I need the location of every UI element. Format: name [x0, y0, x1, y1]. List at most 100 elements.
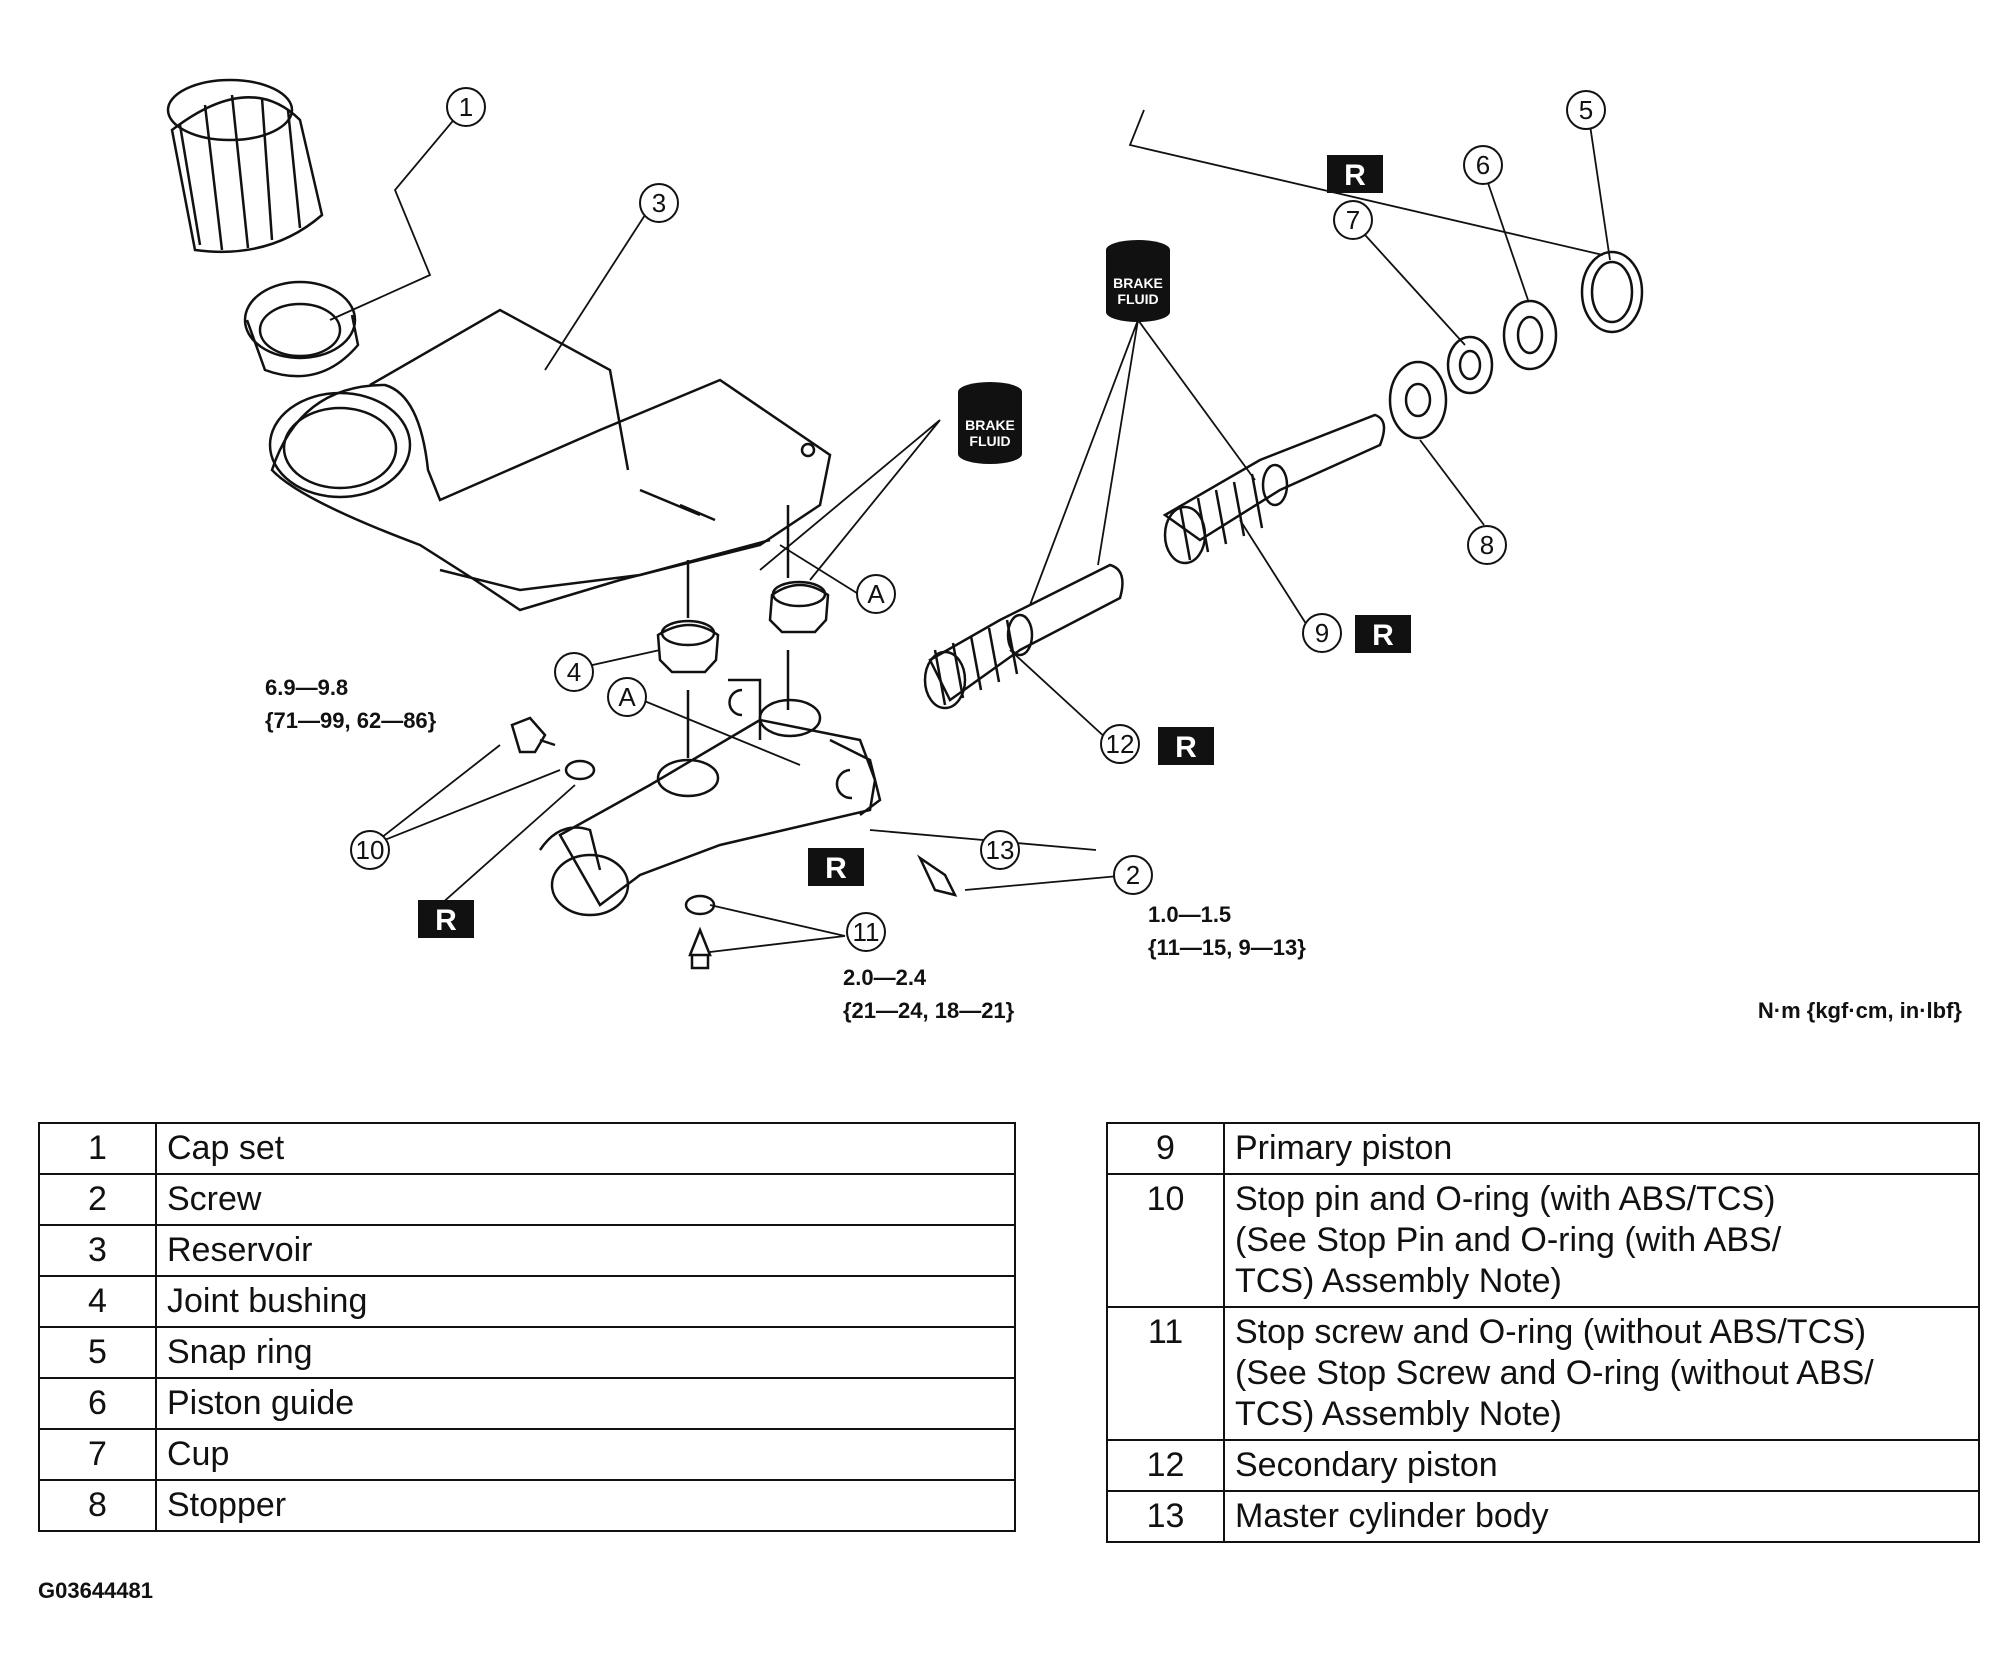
- brake-fluid-icon: BRAKE FLUID: [958, 382, 1022, 464]
- cap-set-part: [166, 78, 360, 378]
- svg-text:13: 13: [986, 835, 1015, 865]
- legend-number: 2: [38, 1173, 157, 1226]
- svg-text:R: R: [825, 852, 847, 885]
- callout-3: [639, 183, 679, 223]
- legend-description: Stop pin and O-ring (with ABS/TCS) (See …: [1223, 1173, 1980, 1308]
- legend-description: Reservoir: [155, 1224, 1016, 1277]
- stop-pin-part: [510, 716, 596, 781]
- screw-part: [916, 854, 958, 897]
- cup-part: [1446, 335, 1494, 395]
- legend-number: 11: [1106, 1306, 1225, 1441]
- svg-text:A: A: [867, 579, 885, 609]
- torque-stop-screw: 2.0—2.4: [843, 965, 927, 990]
- replace-mark: R: [1327, 155, 1383, 193]
- callout-A: [856, 574, 896, 614]
- torque-screw-alt: {11—15, 9—13}: [1148, 935, 1306, 960]
- svg-text:FLUID: FLUID: [969, 433, 1010, 449]
- torque-stop-pin: 6.9—9.8: [265, 675, 348, 700]
- torque-units: N·m {kgf·cm, in·lbf}: [1758, 998, 1963, 1023]
- legend-number: 8: [38, 1479, 157, 1532]
- callout-7: [1333, 200, 1373, 240]
- callout-2: [1113, 855, 1153, 895]
- legend-description: Primary piston: [1223, 1122, 1980, 1175]
- svg-text:11: 11: [853, 917, 880, 947]
- legend-description: Stop screw and O-ring (without ABS/TCS) …: [1223, 1306, 1980, 1441]
- replace-mark: R: [808, 848, 864, 886]
- legend-number: 5: [38, 1326, 157, 1379]
- legend-number: 6: [38, 1377, 157, 1430]
- svg-text:8: 8: [1480, 530, 1494, 560]
- legend-number: 12: [1106, 1439, 1225, 1492]
- svg-text:4: 4: [567, 657, 581, 687]
- callout-13: [980, 830, 1020, 870]
- replace-mark: R: [1355, 615, 1411, 653]
- svg-text:6: 6: [1476, 150, 1490, 180]
- legend-description: Snap ring: [155, 1326, 1016, 1379]
- legend-description: Cup: [155, 1428, 1016, 1481]
- legend-description: Master cylinder body: [1223, 1490, 1980, 1543]
- callout-8: [1467, 525, 1507, 565]
- svg-text:5: 5: [1579, 95, 1593, 125]
- legend-number: 9: [1106, 1122, 1225, 1175]
- svg-text:BRAKE: BRAKE: [965, 417, 1015, 433]
- svg-text:BRAKE: BRAKE: [1113, 275, 1163, 291]
- callout-9: [1302, 613, 1342, 653]
- callout-A: [607, 677, 647, 717]
- torque-screw: 1.0—1.5: [1148, 902, 1231, 927]
- callout-6: [1463, 145, 1503, 185]
- figure-id: G03644481: [38, 1578, 153, 1603]
- svg-text:R: R: [435, 904, 457, 937]
- legend-description: Piston guide: [155, 1377, 1016, 1430]
- secondary-piston-part: [923, 563, 1124, 710]
- legend-number: 7: [38, 1428, 157, 1481]
- replace-mark: R: [418, 900, 474, 938]
- svg-text:7: 7: [1346, 205, 1360, 235]
- legend-description: Stopper: [155, 1479, 1016, 1532]
- callout-4: [554, 652, 594, 692]
- reservoir-part: [268, 308, 832, 612]
- svg-text:FLUID: FLUID: [1117, 291, 1158, 307]
- legend-number: 10: [1106, 1173, 1225, 1308]
- stop-screw-part: [684, 894, 716, 970]
- joint-bushing-part: [656, 505, 830, 758]
- primary-piston-part: [1162, 413, 1386, 565]
- callout-1: [446, 87, 486, 127]
- brake-fluid-icon: BRAKE FLUID: [1106, 240, 1170, 322]
- replace-mark: R: [1158, 727, 1214, 765]
- svg-text:10: 10: [356, 835, 385, 865]
- legend-description: Screw: [155, 1173, 1016, 1226]
- master-cylinder-body-part: [538, 678, 882, 917]
- legend-description: Secondary piston: [1223, 1439, 1980, 1492]
- svg-text:9: 9: [1315, 618, 1329, 648]
- svg-text:A: A: [618, 682, 636, 712]
- torque-stop-screw-alt: {21—24, 18—21}: [843, 998, 1015, 1023]
- snap-ring-part: [1580, 250, 1644, 334]
- callout-11: [846, 912, 886, 952]
- callout-10: [350, 830, 390, 870]
- callout-5: [1566, 90, 1606, 130]
- legend-number: 3: [38, 1224, 157, 1277]
- svg-text:2: 2: [1126, 860, 1140, 890]
- torque-stop-pin-alt: {71—99, 62—86}: [265, 708, 437, 733]
- legend-description: Joint bushing: [155, 1275, 1016, 1328]
- svg-text:R: R: [1372, 619, 1394, 652]
- legend-description: Cap set: [155, 1122, 1016, 1175]
- stopper-part: [1388, 360, 1448, 440]
- svg-text:R: R: [1344, 159, 1366, 192]
- svg-text:1: 1: [459, 92, 473, 122]
